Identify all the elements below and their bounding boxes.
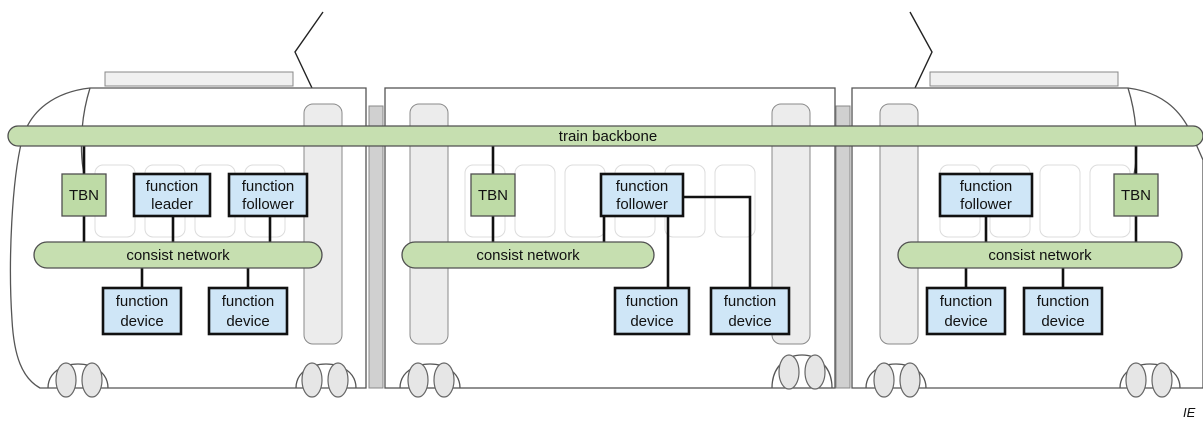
- right-articulation: [835, 105, 851, 389]
- car1-tbn: [61, 173, 107, 217]
- wheel: [804, 354, 826, 390]
- car3-function-device-line1: function: [940, 293, 993, 310]
- car3-consist-network: [897, 241, 1183, 269]
- car2-tbn-label: TBN: [478, 187, 508, 204]
- car3-function-follower: [938, 172, 1034, 218]
- car1-function-device: [207, 286, 289, 336]
- car2-rear-door: [771, 103, 811, 345]
- car2-function-device-line1: function: [724, 293, 777, 310]
- car1-function-device-line2: device: [226, 313, 269, 330]
- right-roof-unit: [929, 71, 1119, 87]
- car3-function-device: [925, 286, 1007, 336]
- car3-tbn-label: TBN: [1121, 187, 1151, 204]
- left-articulation: [368, 105, 384, 389]
- car3-consist-network-label: consist network: [988, 247, 1092, 264]
- wheel: [81, 362, 103, 398]
- car2-function-device-line2: device: [728, 313, 771, 330]
- car2-function-device: [613, 286, 691, 336]
- car1-function-leader-line1: function: [146, 178, 199, 195]
- car2-function-device-line2: device: [630, 313, 673, 330]
- car3-function-device-line2: device: [944, 313, 987, 330]
- car2-consist-network-label: consist network: [476, 247, 580, 264]
- car1-function-follower-line2: follower: [242, 196, 294, 213]
- car1-function-device: [101, 286, 183, 336]
- car2-function-follower-line2: follower: [616, 196, 668, 213]
- bogies: [47, 354, 1181, 389]
- car2-tbn: [470, 173, 516, 217]
- car1-function-device-line2: device: [120, 313, 163, 330]
- car3-function-device-line2: device: [1041, 313, 1084, 330]
- train-backbone: train backbone: [7, 125, 1203, 147]
- bogie-arc: [771, 354, 833, 389]
- car2-consist-network: [401, 241, 655, 269]
- car2-function-device: [709, 286, 791, 336]
- window: [1039, 164, 1081, 238]
- wheel: [899, 362, 921, 398]
- train-backbone-label: train backbone: [559, 128, 657, 145]
- bogie-arc: [399, 363, 461, 389]
- car1-rear-door: [303, 103, 343, 345]
- bogie-arc: [47, 363, 109, 389]
- car1-function-follower-line1: function: [242, 178, 295, 195]
- left-pantograph: [294, 11, 324, 89]
- corner-tag: IE: [1183, 405, 1196, 420]
- car1-tbn-label: TBN: [69, 187, 99, 204]
- left-roof-unit: [104, 71, 294, 87]
- car2-function-follower-line1: function: [616, 178, 669, 195]
- car1-function-follower: [227, 172, 309, 218]
- car3-front-door: [879, 103, 919, 345]
- car3-function-follower-line1: function: [960, 178, 1013, 195]
- car2-function-device-line1: function: [626, 293, 679, 310]
- wheel: [55, 362, 77, 398]
- right-pantograph: [909, 11, 933, 89]
- wheel: [1151, 362, 1173, 398]
- wheels: [55, 354, 1173, 398]
- car2-front-door: [409, 103, 449, 345]
- train-illustration: [9, 11, 1203, 398]
- car1-function-leader-line2: leader: [151, 196, 193, 213]
- follower-device-link: [684, 195, 752, 288]
- car3-tbn: [1113, 173, 1159, 217]
- car3-network: function follower TBN consist network fu…: [897, 172, 1183, 336]
- wheel: [301, 362, 323, 398]
- car1-function-device-line1: function: [222, 293, 275, 310]
- car1-network: TBN function leader function follower co…: [33, 172, 323, 336]
- bogie-arc: [865, 363, 927, 389]
- wheel: [873, 362, 895, 398]
- car1-function-leader: [132, 172, 212, 218]
- train-backbone-bar: [7, 125, 1203, 147]
- wheel: [778, 354, 800, 390]
- car1-consist-network-label: consist network: [126, 247, 230, 264]
- window: [564, 164, 606, 238]
- wheel: [407, 362, 429, 398]
- window: [714, 164, 756, 238]
- car3-function-follower-line2: follower: [960, 196, 1012, 213]
- wheel: [433, 362, 455, 398]
- car2-function-follower: [599, 172, 685, 218]
- car1-function-device-line1: function: [116, 293, 169, 310]
- bogie-arc: [295, 363, 357, 389]
- wheel: [1125, 362, 1147, 398]
- left-car-body: [9, 87, 367, 389]
- car1-consist-network: [33, 241, 323, 269]
- wheel: [327, 362, 349, 398]
- window: [514, 164, 556, 238]
- car3-function-device-line1: function: [1037, 293, 1090, 310]
- car3-function-device: [1022, 286, 1104, 336]
- middle-car-body: [384, 87, 836, 389]
- network-links: [82, 146, 1138, 288]
- car2-network: TBN function follower consist network fu…: [401, 172, 791, 336]
- bogie-arc: [1119, 363, 1181, 389]
